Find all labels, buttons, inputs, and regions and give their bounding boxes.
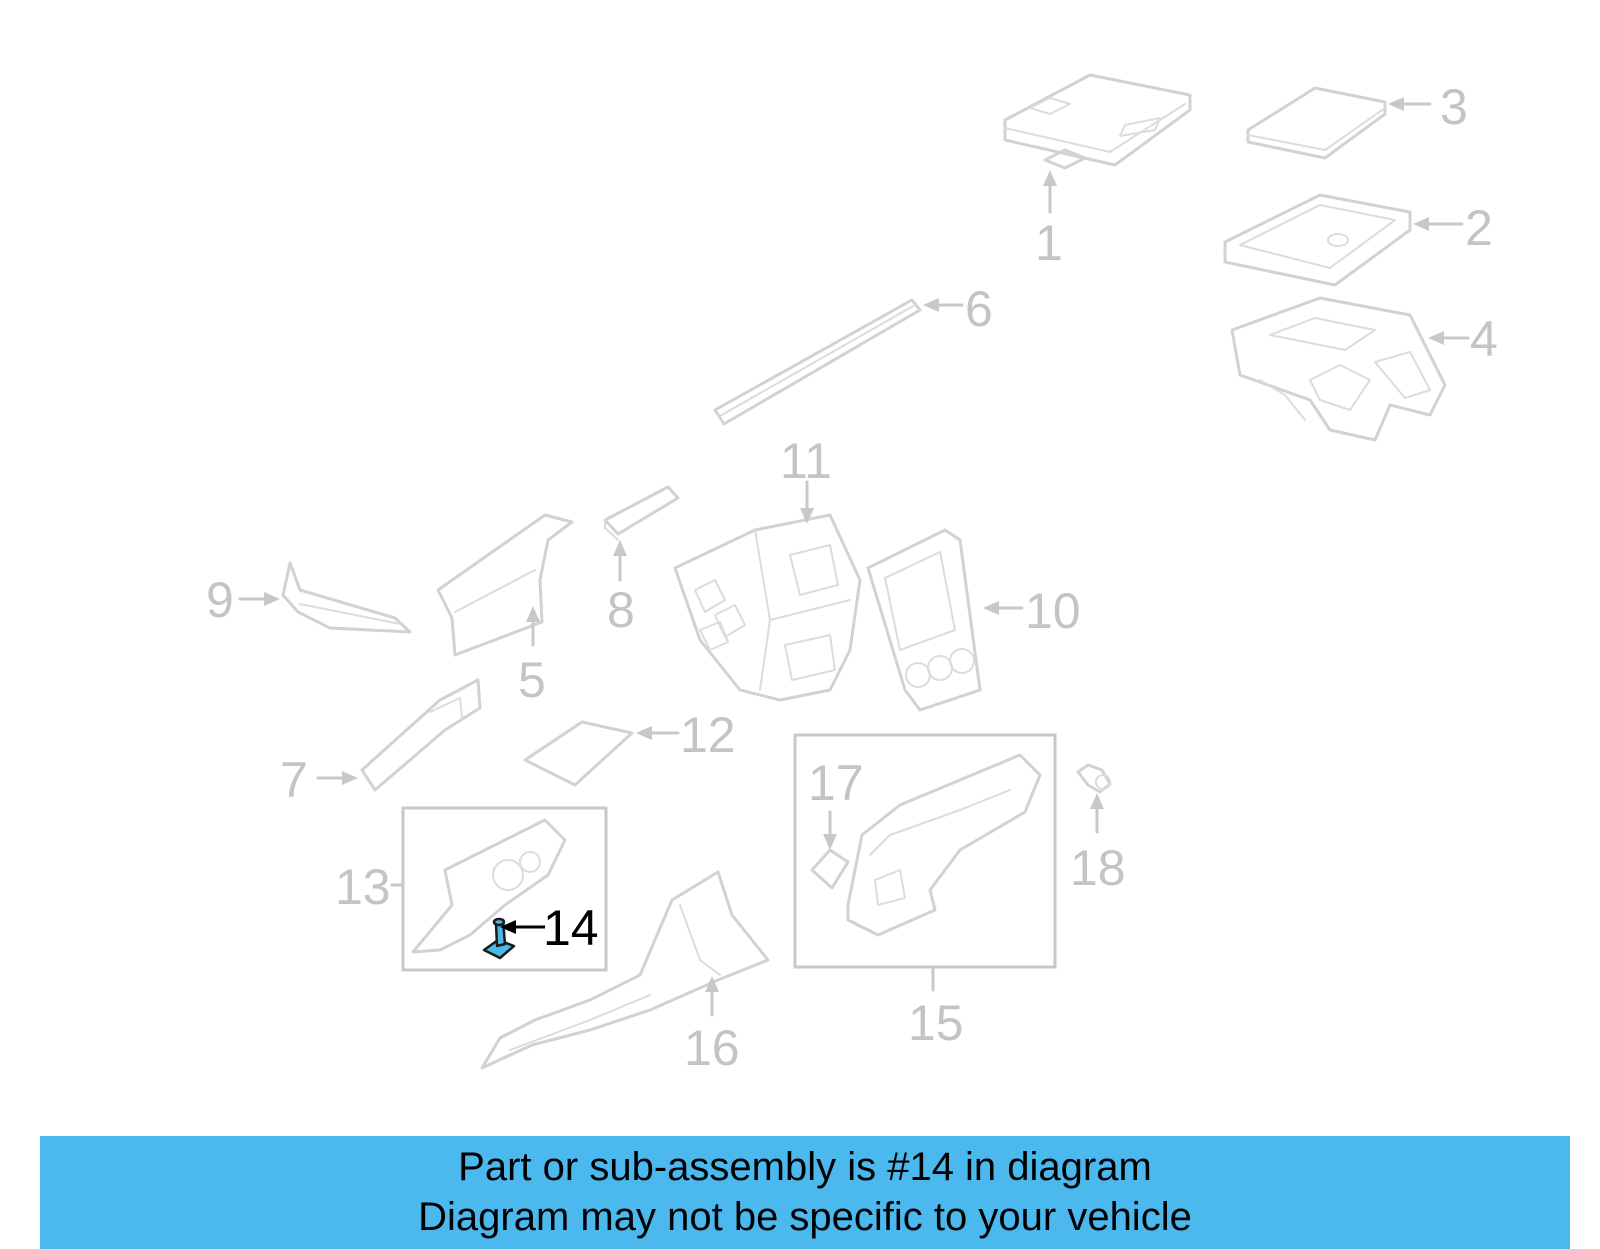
callout-10: 10 xyxy=(1025,583,1081,639)
part-7-long-trim xyxy=(360,678,482,792)
assembly-13-box xyxy=(401,806,608,972)
part-15-glove-box xyxy=(846,753,1042,937)
caption-line-disclaimer: Diagram may not be specific to your vehi… xyxy=(418,1195,1192,1239)
part-3-lid-pad xyxy=(1246,86,1387,160)
callout-11: 11 xyxy=(780,433,832,489)
callout-6: 6 xyxy=(965,281,993,337)
assembly-15-box xyxy=(793,733,1057,969)
part-8-bracket xyxy=(603,485,680,541)
callout-9: 9 xyxy=(206,572,234,628)
callout-2: 2 xyxy=(1465,200,1493,256)
callout-3: 3 xyxy=(1440,79,1468,135)
callout-3-arrow xyxy=(1388,97,1432,111)
part-6-trim-strip xyxy=(713,298,922,426)
part-4-console-panel xyxy=(1230,296,1447,442)
callout-12: 12 xyxy=(680,707,736,763)
callout-2-arrow xyxy=(1413,217,1464,231)
callout-1: 1 xyxy=(1035,215,1063,271)
callout-7-arrow xyxy=(316,771,358,785)
caption-line-part-number: Part or sub-assembly is #14 in diagram xyxy=(458,1145,1152,1189)
callout-10-arrow xyxy=(983,601,1024,615)
caption-banner: Part or sub-assembly is #14 in diagram D… xyxy=(40,1136,1570,1249)
callout-4-arrow xyxy=(1428,331,1470,345)
part-11-center-stack-frame xyxy=(673,513,862,702)
part-13-lower-panel xyxy=(411,818,567,954)
part-10-bezel xyxy=(866,528,982,712)
callout-8-arrow xyxy=(613,540,627,582)
callout-8: 8 xyxy=(607,582,635,638)
part-12-mat xyxy=(523,720,634,787)
callout-14-arrow xyxy=(500,920,545,934)
part-18-clip xyxy=(1076,763,1112,794)
callout-6-arrow xyxy=(923,298,964,312)
callout-14: 14 xyxy=(543,900,599,956)
callout-7: 7 xyxy=(280,752,308,808)
callout-17: 17 xyxy=(808,755,864,811)
callout-16-arrow xyxy=(705,976,719,1017)
part-5-side-panel xyxy=(436,513,574,657)
callout-4: 4 xyxy=(1470,311,1498,367)
callout-11-arrow xyxy=(800,480,814,524)
callout-16: 16 xyxy=(684,1020,740,1076)
callout-15: 15 xyxy=(908,995,964,1051)
callout-12-arrow xyxy=(636,726,680,740)
callout-5-arrow xyxy=(526,606,540,647)
part-17-latch xyxy=(810,848,850,890)
part-2-storage-tray xyxy=(1223,193,1412,287)
part-1-armrest-lid xyxy=(1003,73,1192,170)
callout-18: 18 xyxy=(1070,840,1126,896)
callout-9-arrow xyxy=(238,592,280,606)
callout-5: 5 xyxy=(518,652,546,708)
part-9-trim-piece xyxy=(281,561,412,634)
callout-13: 13 xyxy=(335,859,391,915)
part-16-floor-trim xyxy=(480,870,770,1070)
parts-diagram: 1 3 2 4 6 xyxy=(206,73,1498,1076)
callout-1-arrow xyxy=(1043,170,1057,214)
callout-17-arrow xyxy=(823,810,837,850)
callout-18-arrow xyxy=(1090,793,1104,834)
part-14-highlighted xyxy=(482,917,516,960)
